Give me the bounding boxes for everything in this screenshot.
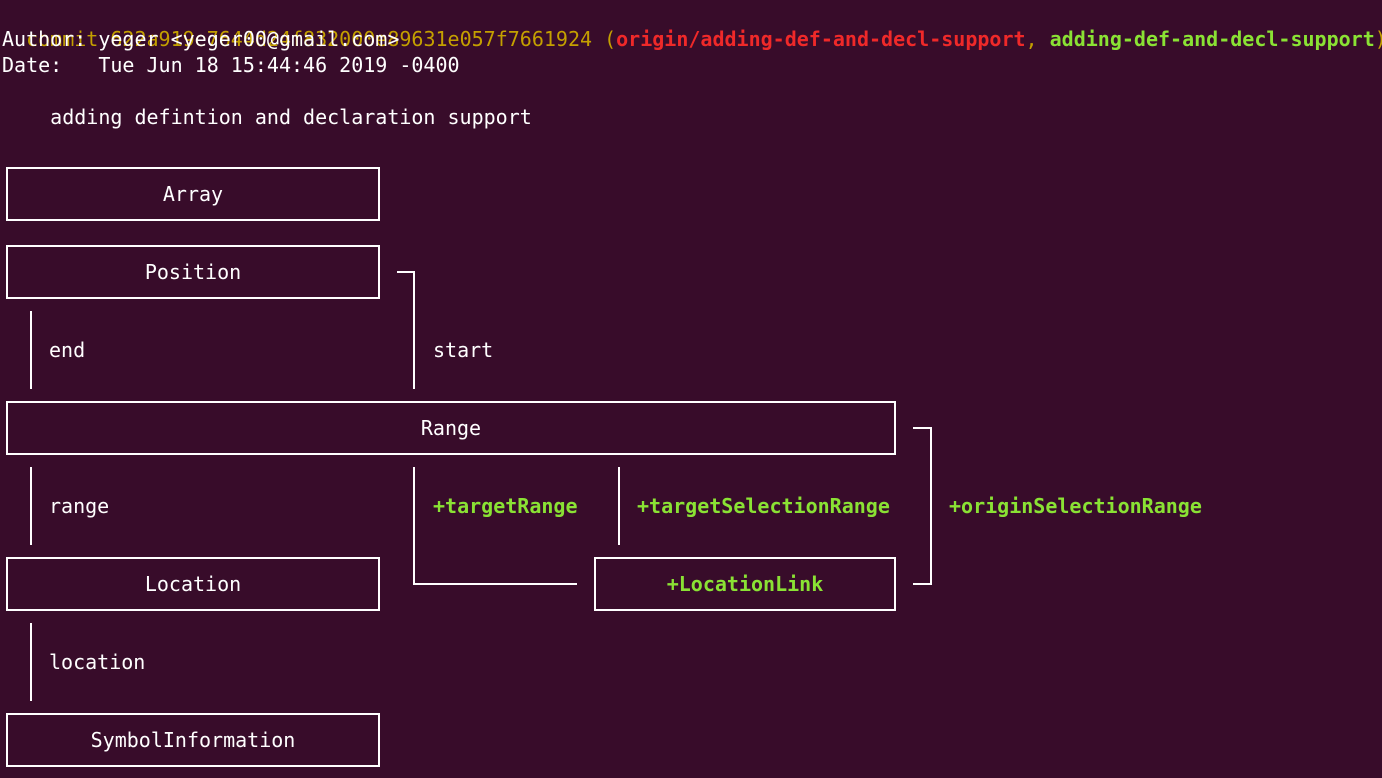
end-edge-label: end — [49, 338, 86, 362]
close-paren: ) — [1375, 27, 1382, 51]
array-box-label: Array — [162, 182, 224, 206]
target-selection-range-edge-line — [618, 467, 620, 545]
local-branch: adding-def-and-decl-support — [1049, 27, 1375, 51]
symbol-information-box-label: SymbolInformation — [90, 728, 296, 752]
origin-selection-range-edge-line — [930, 427, 932, 585]
array-box: Array — [6, 167, 380, 221]
range-box: Range — [6, 401, 896, 455]
commit-hash: 622a919e7644d24f832000e89631e057f7661924 — [110, 27, 593, 51]
origin-selection-range-edge-bottom — [913, 583, 932, 585]
position-box-label: Position — [144, 260, 242, 284]
remote-branch: origin/adding-def-and-decl-support — [616, 27, 1026, 51]
commit-message: adding defintion and declaration support — [2, 105, 532, 129]
start-edge-label: start — [433, 338, 494, 362]
commit-prefix: commit — [26, 27, 111, 51]
location-link-box-label: +LocationLink — [666, 572, 824, 596]
origin-selection-range-edge-label: +originSelectionRange — [949, 494, 1202, 518]
location-edge-line — [30, 623, 32, 701]
target-range-edge-line — [413, 467, 415, 585]
date-line: Date: Tue Jun 18 15:44:46 2019 -0400 — [2, 53, 460, 77]
start-edge-line — [413, 271, 415, 389]
location-edge-label: location — [49, 650, 146, 674]
author-line: Author: yeger <yeger00@gmail.com> — [2, 27, 400, 51]
range-box-label: Range — [420, 416, 482, 440]
start-edge-top — [397, 271, 415, 273]
location-box-label: Location — [144, 572, 242, 596]
position-box: Position — [6, 245, 380, 299]
origin-selection-range-edge-top — [913, 427, 932, 429]
location-box: Location — [6, 557, 380, 611]
open-paren: ( — [592, 27, 617, 51]
target-selection-range-edge-label: +targetSelectionRange — [637, 494, 890, 518]
branch-separator: , — [1025, 27, 1050, 51]
range-edge-line — [30, 467, 32, 545]
commit-line: commit 622a919e7644d24f832000e89631e057f… — [2, 0, 1382, 51]
target-range-edge-label: +targetRange — [433, 494, 578, 518]
symbol-information-box: SymbolInformation — [6, 713, 380, 767]
location-link-box: +LocationLink — [594, 557, 896, 611]
end-edge-line — [30, 311, 32, 389]
target-range-edge-bottom — [413, 583, 577, 585]
range-edge-label: range — [49, 494, 110, 518]
